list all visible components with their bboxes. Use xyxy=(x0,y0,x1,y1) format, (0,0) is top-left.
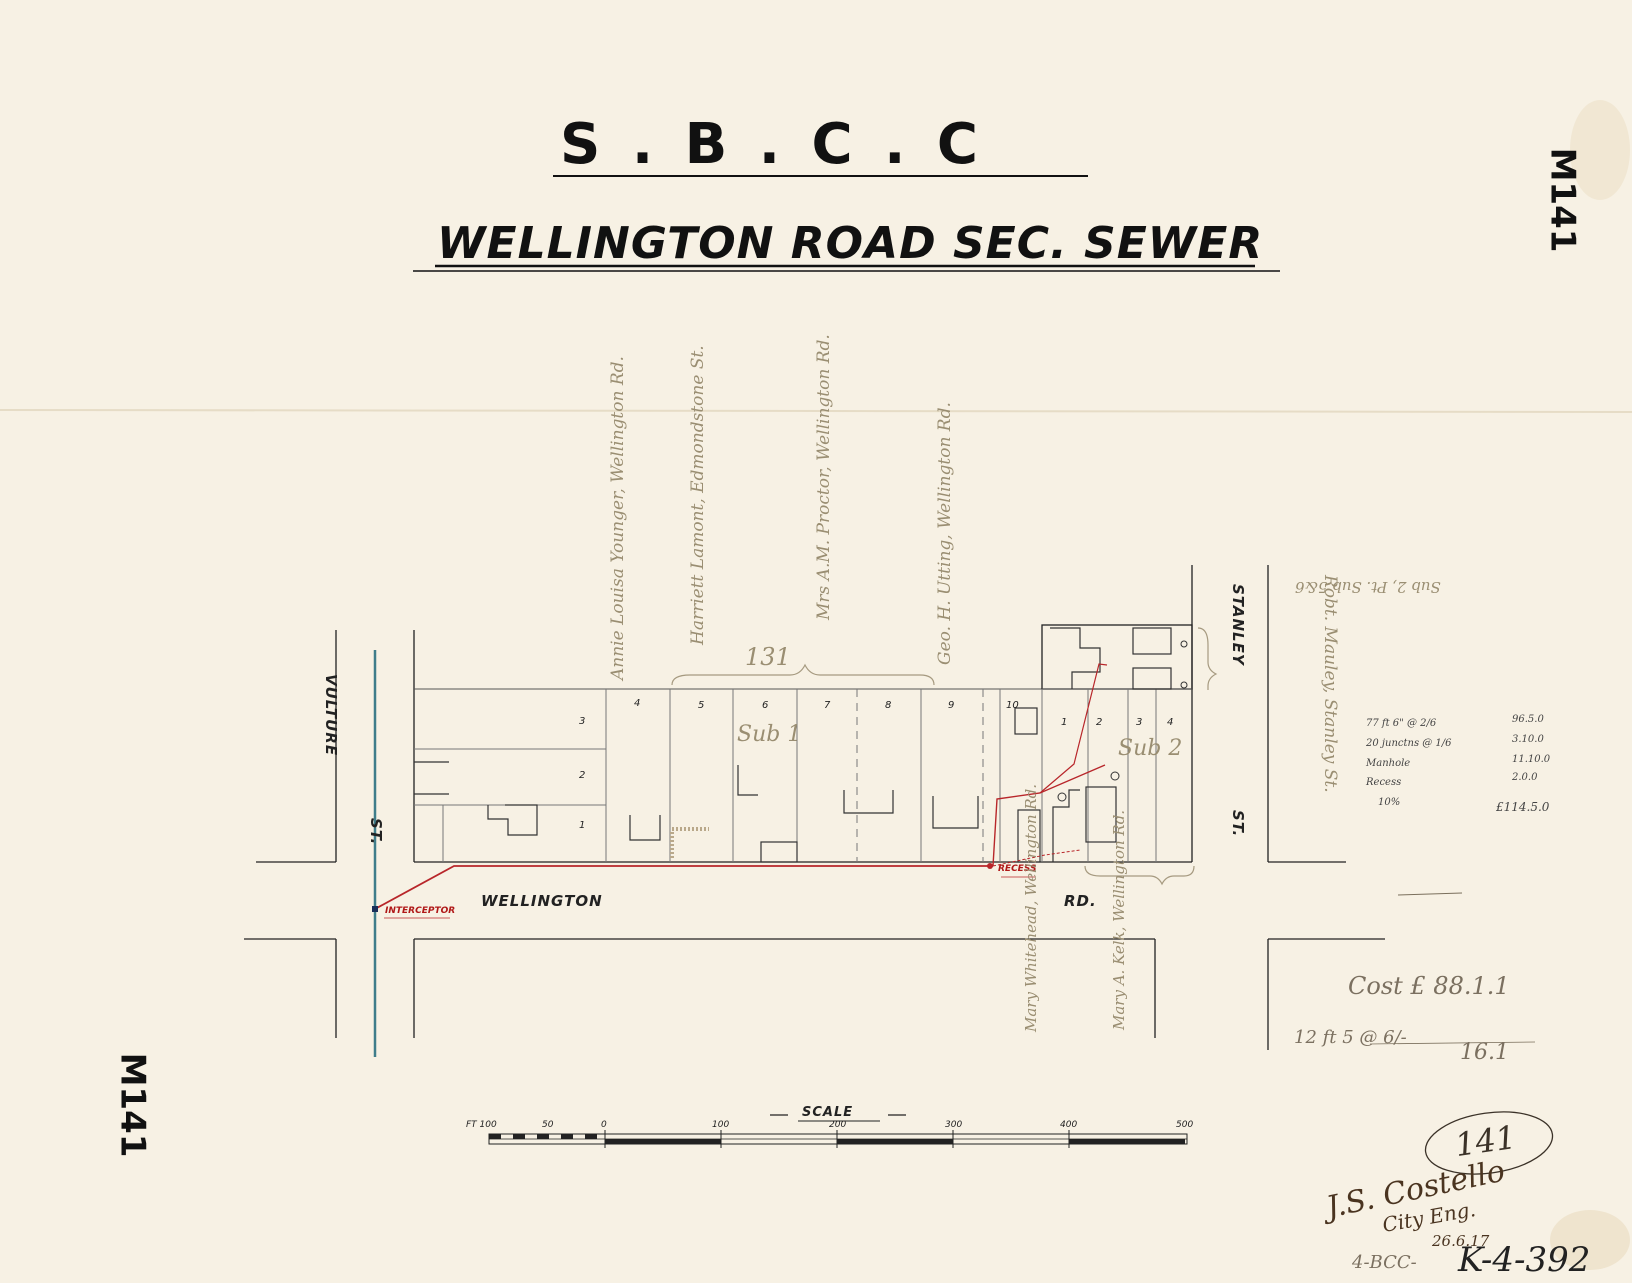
owner-note: Mary Whitehead, Wellington Rd. xyxy=(1022,784,1040,1032)
scale-tick: 0 xyxy=(601,1120,607,1130)
sewer-branch-line-2 xyxy=(1039,663,1108,794)
page-title: S . B . C . C xyxy=(560,112,985,177)
lot-number: 9 xyxy=(948,700,955,711)
street-label-stanley: STANLEY xyxy=(1229,584,1247,666)
lot-number: 10 xyxy=(1006,700,1019,711)
street-label-stanley-st: ST. xyxy=(1229,810,1247,838)
subdivision-label: Sub 1 xyxy=(737,722,802,747)
cost-line: Manhole xyxy=(1366,758,1411,769)
subdivision-note: Sub 2, Pt. Sub 5&6 xyxy=(1295,578,1441,596)
owner-note: Robt. Mauley, Stanley St. xyxy=(1320,575,1340,793)
sewer-branch-line xyxy=(992,764,1106,867)
scale-tick: 200 xyxy=(829,1120,847,1130)
owner-note: Mrs A.M. Proctor, Wellington Rd. xyxy=(814,334,834,620)
owner-note: Annie Louisa Younger, Wellington Rd. xyxy=(608,356,628,680)
lot-number: 3 xyxy=(579,716,586,727)
cost-amount: 11.10.0 xyxy=(1512,754,1551,765)
fold-line xyxy=(0,409,1632,413)
scale-tick: 500 xyxy=(1176,1120,1194,1130)
cost-line: 20 junctns @ 1/6 xyxy=(1366,738,1452,749)
interceptor-label: INTERCEPTOR xyxy=(385,906,456,916)
owner-note: Mary A. Kelk, Wellington Rd. xyxy=(1110,809,1128,1030)
interceptor-junction xyxy=(372,906,378,912)
street-label-wellington-rd: RD. xyxy=(1064,892,1097,910)
lot-number: 2 xyxy=(1096,717,1103,728)
cost-line: 10% xyxy=(1378,797,1401,808)
recess-label: RECESS xyxy=(998,864,1037,874)
lot-number: 8 xyxy=(885,700,892,711)
subdivision-label: Sub 2 xyxy=(1118,736,1183,761)
cost-line: Recess xyxy=(1366,777,1402,788)
street-label-wellington: WELLINGTON xyxy=(481,892,603,910)
owner-note: Geo. H. Utting, Wellington Rd. xyxy=(935,402,955,665)
signature-date: 26.6.17 xyxy=(1432,1232,1490,1250)
lot-number: 5 xyxy=(698,700,705,711)
total-cost-note: Cost £ 88.1.1 xyxy=(1348,972,1510,1000)
reference-prefix: 4-BCC- xyxy=(1352,1252,1417,1273)
cost-amount: 2.0.0 xyxy=(1512,772,1538,783)
lot-number: 1 xyxy=(1061,717,1068,728)
cost-amount: 96.5.0 xyxy=(1512,714,1544,725)
lot-number: 4 xyxy=(1167,717,1174,728)
lot-number: 3 xyxy=(1136,717,1143,728)
lot-number: 4 xyxy=(634,698,641,709)
sheet-stamp-left: M141 xyxy=(112,1052,153,1158)
scale-label: SCALE xyxy=(802,1105,854,1120)
scale-tick: 50 xyxy=(542,1120,554,1130)
cost-total: £114.5.0 xyxy=(1496,800,1550,814)
scale-tick: 400 xyxy=(1060,1120,1078,1130)
per-foot-value: 16.1 xyxy=(1460,1040,1509,1065)
lot-number: 2 xyxy=(579,770,586,781)
per-foot-note: 12 ft 5 @ 6/- xyxy=(1294,1027,1407,1048)
scale-tick: 300 xyxy=(945,1120,963,1130)
cost-line: 77 ft 6" @ 2/6 xyxy=(1366,718,1437,729)
scale-tick: FT 100 xyxy=(466,1120,497,1130)
sheet-stamp-right: M141 xyxy=(1542,147,1583,253)
scale-tick: 100 xyxy=(712,1120,730,1130)
scale-bar xyxy=(488,1114,1188,1148)
block-number: 131 xyxy=(745,643,791,671)
lot-number: 7 xyxy=(824,700,831,711)
street-label-vulture-st: ST. xyxy=(367,818,385,846)
cost-amount: 3.10.0 xyxy=(1512,734,1544,745)
owner-note: Harriett Lamont, Edmondstone St. xyxy=(688,345,708,645)
lot-number: 1 xyxy=(579,820,586,831)
lot-number: 6 xyxy=(762,700,769,711)
page-subtitle: WELLINGTON ROAD SEC. SEWER xyxy=(437,218,1264,269)
street-label-vulture: VULTURE xyxy=(322,674,340,757)
sewer-main-line xyxy=(374,865,993,910)
reference-number: K-4-392 xyxy=(1458,1240,1591,1280)
